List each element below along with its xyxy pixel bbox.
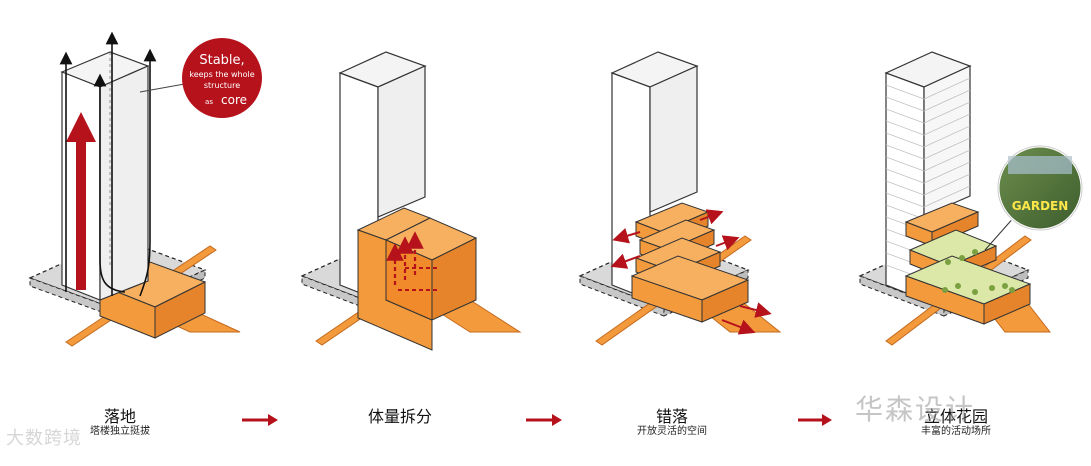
- panel-4-vertical-garden: GARDEN: [858, 51, 1084, 346]
- panel-2-volume-split: [300, 51, 522, 351]
- garden-trees: [942, 249, 1015, 295]
- panel-3-staggered: [578, 51, 782, 346]
- step-2-label: 体量拆分: [340, 408, 460, 426]
- tower-floor-lines: [885, 77, 971, 280]
- step-arrows: [242, 414, 832, 426]
- callout-stable-line4-prefix: as: [205, 98, 213, 106]
- step-1-label: 落地 塔楼独立挺拔: [60, 408, 180, 438]
- watermark-right: 华森设计: [855, 393, 976, 426]
- step-3-subtitle: 开放灵活的空间: [637, 426, 707, 437]
- step-3-label: 错落 开放灵活的空间: [612, 408, 732, 438]
- stable-callout-circle: [182, 38, 262, 118]
- step-4-subtitle: 丰富的活动场所: [921, 426, 991, 437]
- callout-stable-line3: structure: [204, 81, 240, 90]
- step-4-title: 立体花园: [923, 407, 988, 426]
- panel-1-landing: Stable, keeps the whole structure as cor…: [28, 31, 262, 347]
- callout-stable-line4-word: core: [221, 93, 247, 107]
- step-4-label: 立体花园 丰富的活动场所: [896, 408, 1016, 438]
- step-1-title: 落地: [103, 407, 136, 426]
- garden-label: GARDEN: [1012, 199, 1069, 213]
- step-1-subtitle: 塔楼独立挺拔: [90, 426, 150, 437]
- watermark-left: 大数跨境: [6, 428, 82, 449]
- step-3-title: 错落: [655, 407, 688, 426]
- callout-stable-line1: Stable,: [199, 53, 244, 68]
- callout-stable-line2: keeps the whole: [189, 70, 254, 79]
- step-2-title: 体量拆分: [367, 407, 432, 426]
